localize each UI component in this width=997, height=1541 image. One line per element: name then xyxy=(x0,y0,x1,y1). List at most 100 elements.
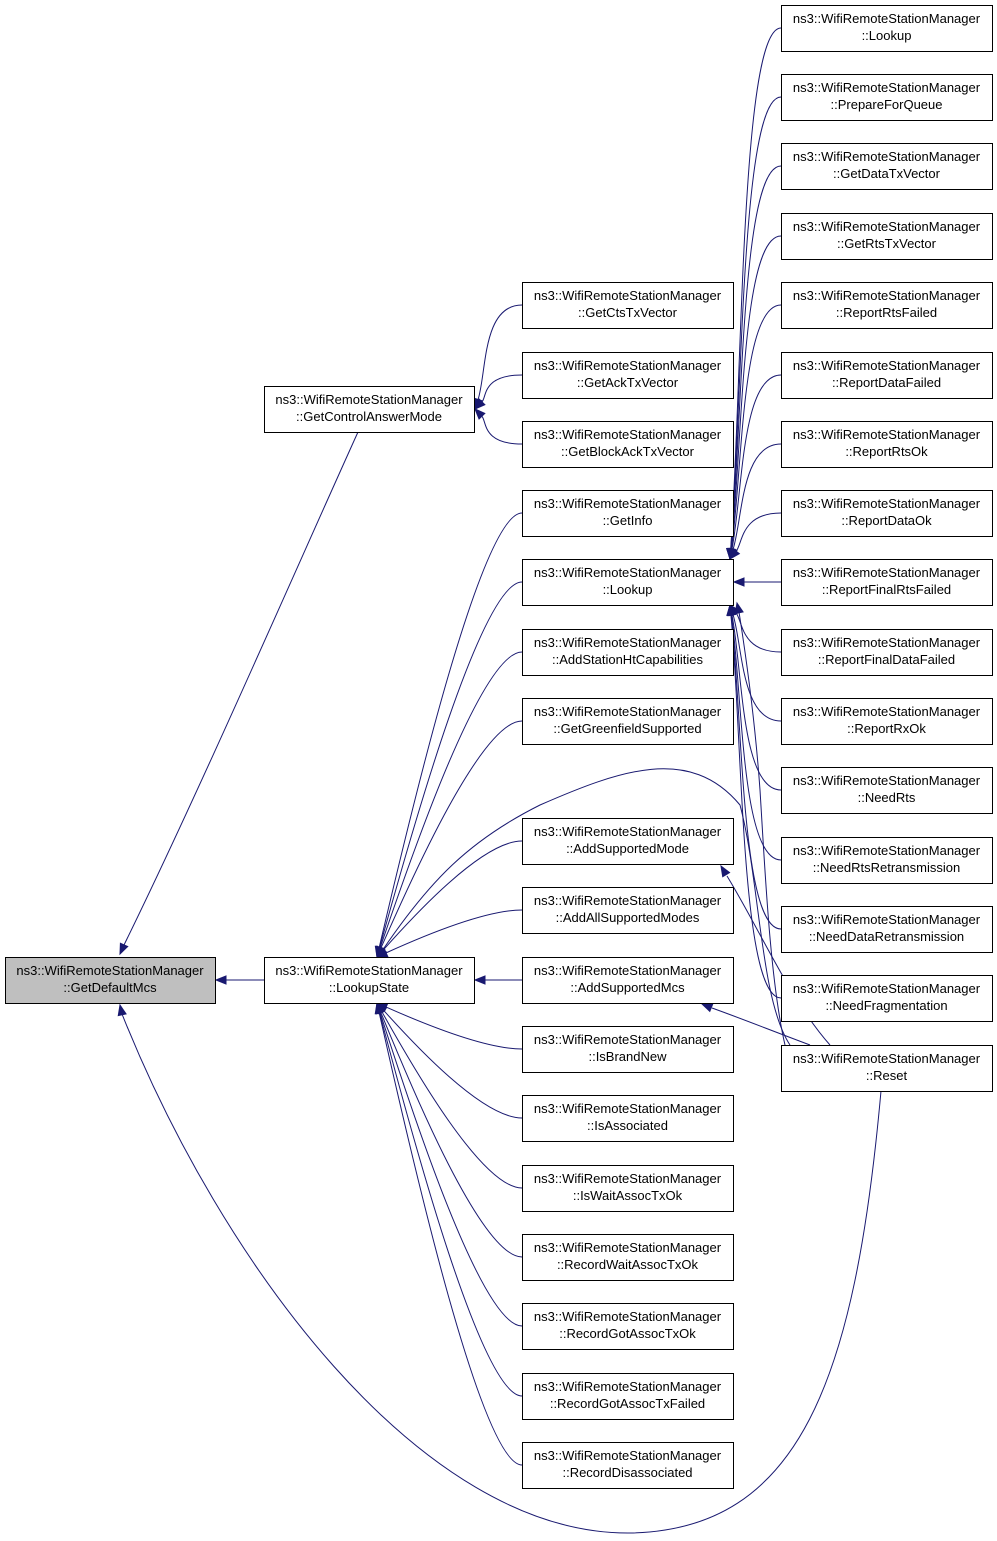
node-class-label: ns3::WifiRemoteStationManager xyxy=(793,912,981,927)
node-c_reset[interactable]: ns3::WifiRemoteStationManager::Reset xyxy=(781,1045,993,1092)
node-rd[interactable]: ns3::WifiRemoteStationManager::RecordDis… xyxy=(522,1442,734,1489)
node-method-label: ::RecordGotAssocTxOk xyxy=(559,1326,696,1341)
node-box xyxy=(781,5,993,52)
edge-ggs-to-ls xyxy=(376,720,523,959)
node-class-label: ns3::WifiRemoteStationManager xyxy=(534,635,722,650)
node-method-label: ::GetGreenfieldSupported xyxy=(553,721,701,736)
node-class-label: ns3::WifiRemoteStationManager xyxy=(793,219,981,234)
arrowhead-icon xyxy=(720,864,731,878)
edge-line xyxy=(477,304,523,400)
arrowhead-icon xyxy=(376,947,387,961)
node-gbatv[interactable]: ns3::WifiRemoteStationManager::GetBlockA… xyxy=(522,421,734,468)
node-c_rdf[interactable]: ns3::WifiRemoteStationManager::ReportDat… xyxy=(781,352,993,399)
node-c_rro[interactable]: ns3::WifiRemoteStationManager::ReportRts… xyxy=(781,421,993,468)
node-rgaf[interactable]: ns3::WifiRemoteStationManager::RecordGot… xyxy=(522,1373,734,1420)
node-c_pfq[interactable]: ns3::WifiRemoteStationManager::PrepareFo… xyxy=(781,74,993,121)
edge-c_reset-to-asmcs xyxy=(700,1003,811,1046)
node-c_rrx[interactable]: ns3::WifiRemoteStationManager::ReportRxO… xyxy=(781,698,993,745)
node-method-label: ::NeedDataRetransmission xyxy=(809,929,964,944)
node-c_nrr[interactable]: ns3::WifiRemoteStationManager::NeedRtsRe… xyxy=(781,837,993,884)
node-class-label: ns3::WifiRemoteStationManager xyxy=(793,773,981,788)
node-method-label: ::RecordWaitAssocTxOk xyxy=(557,1257,699,1272)
node-c_rfdf[interactable]: ns3::WifiRemoteStationManager::ReportFin… xyxy=(781,629,993,676)
node-gctv[interactable]: ns3::WifiRemoteStationManager::GetCtsTxV… xyxy=(522,282,734,329)
edge-line xyxy=(730,614,782,999)
node-class-label: ns3::WifiRemoteStationManager xyxy=(534,1448,722,1463)
node-box xyxy=(781,698,993,745)
node-class-label: ns3::WifiRemoteStationManager xyxy=(534,1101,722,1116)
node-box xyxy=(522,887,734,934)
node-method-label: ::GetRtsTxVector xyxy=(837,236,937,251)
edge-line xyxy=(379,581,523,948)
node-box xyxy=(781,213,993,260)
node-box xyxy=(522,1165,734,1212)
node-iwa[interactable]: ns3::WifiRemoteStationManager::IsWaitAss… xyxy=(522,1165,734,1212)
node-method-label: ::AddAllSupportedModes xyxy=(556,910,700,925)
node-method-label: ::ReportFinalRtsFailed xyxy=(822,582,951,597)
arrowhead-icon xyxy=(734,601,744,615)
node-class-label: ns3::WifiRemoteStationManager xyxy=(534,1240,722,1255)
node-ia[interactable]: ns3::WifiRemoteStationManager::IsAssocia… xyxy=(522,1095,734,1142)
node-c_ndr[interactable]: ns3::WifiRemoteStationManager::NeedDataR… xyxy=(781,906,993,953)
node-class-label: ns3::WifiRemoteStationManager xyxy=(793,635,981,650)
node-method-label: ::GetAckTxVector xyxy=(577,375,679,390)
node-box xyxy=(522,1026,734,1073)
node-gi[interactable]: ns3::WifiRemoteStationManager::GetInfo xyxy=(522,490,734,537)
edge-c_rfrf-to-lk xyxy=(732,577,782,587)
edge-line xyxy=(731,374,782,550)
node-class-label: ns3::WifiRemoteStationManager xyxy=(793,981,981,996)
node-method-label: ::GetDefaultMcs xyxy=(63,980,157,995)
node-box xyxy=(781,74,993,121)
node-gatv[interactable]: ns3::WifiRemoteStationManager::GetAckTxV… xyxy=(522,352,734,399)
node-c_rrf[interactable]: ns3::WifiRemoteStationManager::ReportRts… xyxy=(781,282,993,329)
node-box xyxy=(522,352,734,399)
node-lk[interactable]: ns3::WifiRemoteStationManager::Lookup xyxy=(522,559,734,606)
arrowhead-icon xyxy=(474,408,486,420)
node-method-label: ::GetControlAnswerMode xyxy=(296,409,442,424)
node-ggs[interactable]: ns3::WifiRemoteStationManager::GetGreenf… xyxy=(522,698,734,745)
node-ashc[interactable]: ns3::WifiRemoteStationManager::AddStatio… xyxy=(522,629,734,676)
node-c_grtv[interactable]: ns3::WifiRemoteStationManager::GetRtsTxV… xyxy=(781,213,993,260)
node-c_gdtv[interactable]: ns3::WifiRemoteStationManager::GetDataTx… xyxy=(781,143,993,190)
node-method-label: ::IsAssociated xyxy=(587,1118,668,1133)
node-class-label: ns3::WifiRemoteStationManager xyxy=(275,963,463,978)
edge-gatv-to-gcam xyxy=(474,374,523,410)
node-c_nf[interactable]: ns3::WifiRemoteStationManager::NeedFragm… xyxy=(781,975,993,1022)
node-asmcs[interactable]: ns3::WifiRemoteStationManager::AddSuppor… xyxy=(522,957,734,1004)
node-class-label: ns3::WifiRemoteStationManager xyxy=(793,427,981,442)
node-c_nr[interactable]: ns3::WifiRemoteStationManager::NeedRts xyxy=(781,767,993,814)
node-c_rdo[interactable]: ns3::WifiRemoteStationManager::ReportDat… xyxy=(781,490,993,537)
node-method-label: ::LookupState xyxy=(329,980,409,995)
node-method-label: ::ReportFinalDataFailed xyxy=(818,652,955,667)
arrowhead-icon xyxy=(214,975,227,985)
arrowhead-icon xyxy=(726,603,736,616)
edge-c_rrf-to-lk xyxy=(726,304,782,561)
node-box xyxy=(522,1373,734,1420)
node-box xyxy=(781,837,993,884)
edge-line xyxy=(378,1012,523,1466)
node-rga[interactable]: ns3::WifiRemoteStationManager::RecordGot… xyxy=(522,1303,734,1350)
node-method-label: ::GetDataTxVector xyxy=(833,166,941,181)
arrowhead-icon xyxy=(729,547,741,561)
node-aasm[interactable]: ns3::WifiRemoteStationManager::AddAllSup… xyxy=(522,887,734,934)
edge-rgaf-to-ls xyxy=(375,1001,523,1397)
node-c_rfrf[interactable]: ns3::WifiRemoteStationManager::ReportFin… xyxy=(781,559,993,606)
node-box xyxy=(5,957,216,1004)
node-ibn[interactable]: ns3::WifiRemoteStationManager::IsBrandNe… xyxy=(522,1026,734,1073)
node-method-label: ::IsBrandNew xyxy=(588,1049,667,1064)
edge-gi-to-ls xyxy=(374,512,523,959)
edge-line xyxy=(730,27,782,550)
node-root[interactable]: ns3::WifiRemoteStationManager::GetDefaul… xyxy=(5,957,216,1004)
node-rwa[interactable]: ns3::WifiRemoteStationManager::RecordWai… xyxy=(522,1234,734,1281)
node-gcam[interactable]: ns3::WifiRemoteStationManager::GetContro… xyxy=(264,386,475,433)
edge-c_reset-to-ls xyxy=(376,768,791,1046)
edge-line xyxy=(383,1010,523,1119)
node-class-label: ns3::WifiRemoteStationManager xyxy=(534,963,722,978)
edge-lk-to-ls xyxy=(375,581,523,959)
node-c_lookup[interactable]: ns3::WifiRemoteStationManager::Lookup xyxy=(781,5,993,52)
node-ls[interactable]: ns3::WifiRemoteStationManager::LookupSta… xyxy=(264,957,475,1004)
node-asmode[interactable]: ns3::WifiRemoteStationManager::AddSuppor… xyxy=(522,818,734,865)
node-box xyxy=(781,1045,993,1092)
edge-c_nf-to-lk xyxy=(726,603,782,999)
node-box xyxy=(781,767,993,814)
